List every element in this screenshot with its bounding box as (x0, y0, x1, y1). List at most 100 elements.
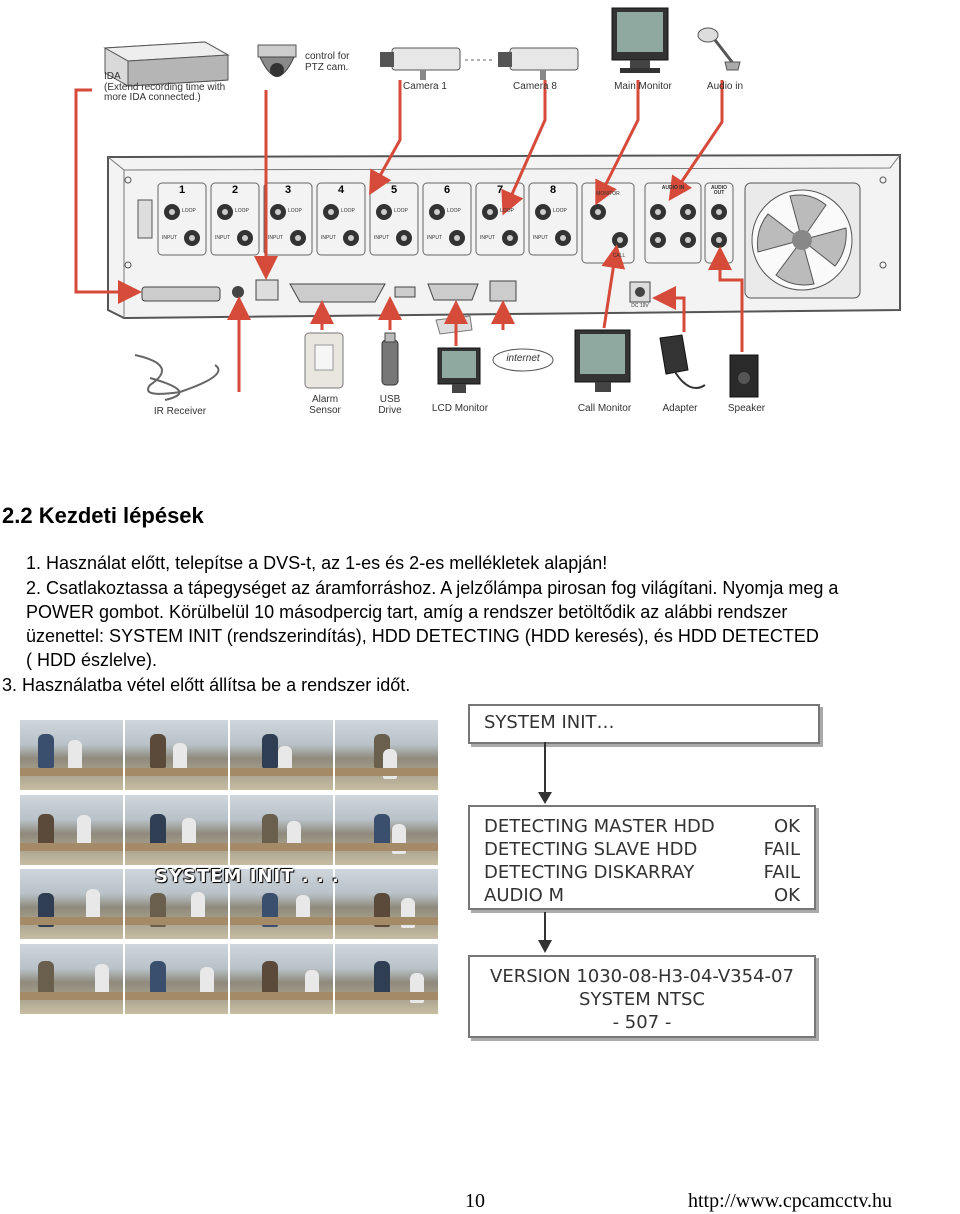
person-figure (150, 734, 166, 768)
person-figure (262, 813, 278, 848)
version-line-2: SYSTEM NTSC (579, 989, 705, 1010)
person-figure (68, 740, 82, 770)
channel-number: 2 (231, 184, 239, 196)
usb-drive-device (381, 332, 399, 386)
desk-surface (125, 991, 228, 1000)
camera-tile (335, 943, 438, 1014)
camera-tile (230, 869, 333, 939)
camera-1-label: Camera 1 (403, 81, 447, 92)
channel-number: 1 (178, 184, 186, 196)
ptz-camera (257, 44, 297, 77)
system-init-screen: SYSTEM INIT… (468, 704, 820, 744)
desk-surface (230, 768, 333, 776)
camera-tile (230, 720, 333, 790)
input-port-label: INPUT (321, 235, 336, 241)
camera-tile (20, 943, 123, 1014)
bnc-pin (540, 209, 546, 215)
alarm-sensor-label: Alarm Sensor (309, 394, 341, 416)
bnc-pin (169, 209, 175, 215)
main-monitor-label: Main Monitor (614, 81, 672, 92)
boot-screen-arrows (538, 742, 552, 953)
input-port-label: INPUT (427, 235, 442, 241)
section-heading: 2.2 Kezdeti lépések (2, 503, 204, 528)
channel-block (263, 182, 313, 256)
usb-drive-label: USB Drive (378, 394, 402, 416)
audio-in-label: Audio in (706, 81, 744, 92)
paragraph-2-line-2-text: POWER gombot. Körülbelül 10 másodpercig … (26, 602, 788, 622)
call-port-label: CALL (612, 253, 626, 259)
input-port-label: INPUT (162, 235, 177, 241)
bnc-pin (275, 209, 281, 215)
monitor-port-label: MONITOR (596, 191, 620, 197)
desk-surface (335, 917, 438, 925)
loop-port-label: LOOP (341, 208, 355, 214)
desk-surface (125, 917, 228, 925)
input-port-label: INPUT (374, 235, 389, 241)
camera-1-device (380, 47, 461, 80)
channel-block (528, 182, 578, 256)
person-figure (182, 817, 196, 848)
channel-block (316, 182, 366, 256)
camera-tile (20, 720, 123, 790)
channel-block (210, 182, 260, 256)
loop-port-label: LOOP (394, 208, 408, 214)
person-figure (38, 960, 54, 995)
desk-surface (230, 917, 333, 925)
loop-port-label: LOOP (553, 208, 567, 214)
desk-surface (125, 768, 228, 776)
internet-label: internet (506, 353, 540, 364)
person-figure (77, 814, 91, 845)
loop-port-label: LOOP (235, 208, 249, 214)
paragraph-1: 1. Használat előtt, telepítse a DVS-t, a… (2, 551, 607, 575)
channel-block (157, 182, 207, 256)
bnc-pin (454, 235, 460, 241)
camera-tile (335, 720, 438, 790)
main-monitor-device (611, 7, 669, 73)
channel-number: 6 (443, 184, 451, 196)
ptz-label: control for PTZ cam. (305, 51, 350, 73)
version-screen: VERSION 1030-08-H3-04-V354-07 SYSTEM NTS… (468, 955, 816, 1038)
channel-number: 3 (284, 184, 292, 196)
desk-surface (125, 842, 228, 851)
person-figure (200, 966, 214, 997)
system-init-text: SYSTEM INIT… (484, 712, 615, 733)
audio-in-port-label: AUDIO IN (661, 185, 685, 191)
channel-block (422, 182, 472, 256)
ida-device (103, 41, 230, 87)
bnc-pin (560, 235, 566, 241)
person-figure (38, 813, 54, 848)
paragraph-3: 3. Használatba vétel előtt állítsa be a … (2, 673, 410, 697)
lcd-monitor-device (435, 315, 481, 393)
channel-number: 8 (549, 184, 557, 196)
call-monitor-label: Call Monitor (577, 403, 632, 414)
speaker-device (729, 354, 759, 398)
internet-cloud (492, 348, 554, 372)
camera-tile (230, 943, 333, 1014)
bnc-pin (295, 235, 301, 241)
detect-row-audio-label: AUDIO M (484, 885, 565, 906)
bnc-pin (434, 209, 440, 215)
channel-number: 7 (496, 184, 504, 196)
person-figure (191, 892, 205, 922)
channel-number: 5 (390, 184, 398, 196)
bnc-pin (507, 235, 513, 241)
desk-surface (20, 842, 123, 851)
bnc-pin (381, 209, 387, 215)
paragraph-2-line-3: üzenettel: SYSTEM INIT (rendszerindítás)… (2, 624, 819, 648)
detect-row-diskarray-label: DETECTING DISKARRAY (484, 862, 695, 883)
loop-port-label: LOOP (447, 208, 461, 214)
channel-block (475, 182, 525, 256)
bnc-pin (487, 209, 493, 215)
camera-tile (20, 794, 123, 865)
detect-row-slave-status: FAIL (763, 839, 800, 860)
lcd-monitor-label: LCD Monitor (431, 403, 489, 414)
bnc-pin (348, 235, 354, 241)
footer-url[interactable]: http://www.cpcamcctv.hu (688, 1190, 893, 1212)
version-line-1: VERSION 1030-08-H3-04-V354-07 (490, 966, 794, 987)
adapter-device (659, 334, 706, 389)
desk-surface (20, 768, 123, 776)
detect-row-master-label: DETECTING MASTER HDD (484, 816, 715, 837)
paragraph-3-text: 3. Használatba vétel előtt állítsa be a … (2, 675, 411, 695)
